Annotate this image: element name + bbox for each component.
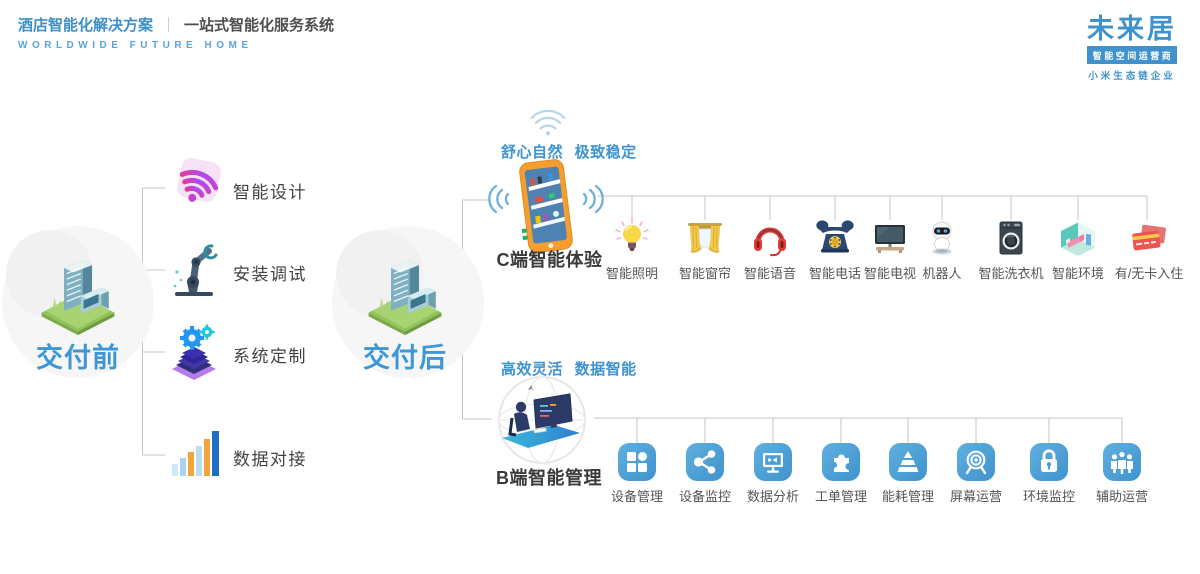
- subtitle-en: WORLDWIDE FUTURE HOME: [18, 40, 253, 51]
- title-secondary: 一站式智能化服务系统: [184, 17, 335, 34]
- stage-label-pre: 交付前: [36, 343, 120, 373]
- pre-item-label: 数据对接: [233, 450, 307, 469]
- wifi-design-icon: [177, 158, 221, 202]
- c-branch-tagline: 舒心自然 极致稳定: [501, 144, 637, 161]
- pre-item-label: 安装调试: [233, 265, 307, 284]
- title-separator: ｜: [161, 17, 177, 34]
- robot-arm-icon: [173, 244, 218, 296]
- logo-name: 未来居: [1087, 14, 1177, 44]
- logo-tagline-sub: 小米生态链企业: [1088, 70, 1176, 82]
- operator-desk-globe-icon: [498, 376, 586, 464]
- stage-label-post: 交付后: [363, 343, 447, 373]
- bar-chart-icon: [172, 431, 219, 476]
- building-icon: [41, 260, 115, 336]
- page-title: 酒店智能化解决方案 ｜ 一站式智能化服务系统: [18, 14, 334, 35]
- brand-logo: 未来居 智能空间运营商 小米生态链企业: [1078, 15, 1186, 82]
- building-icon: [368, 260, 442, 336]
- title-primary: 酒店智能化解决方案: [18, 17, 154, 34]
- b-branch-label: B端智能管理: [496, 468, 602, 488]
- wifi-icon: [530, 110, 566, 136]
- c-branch-label: C端智能体验: [496, 250, 603, 270]
- pre-item-label: 系统定制: [233, 347, 307, 366]
- b-branch-tagline: 高效灵活 数据智能: [501, 361, 637, 378]
- logo-tagline-box: 智能空间运营商: [1086, 46, 1178, 64]
- gears-stack-icon: [172, 324, 216, 380]
- pre-item-label: 智能设计: [233, 183, 307, 202]
- smart-phone-shelf-icon: [488, 159, 604, 253]
